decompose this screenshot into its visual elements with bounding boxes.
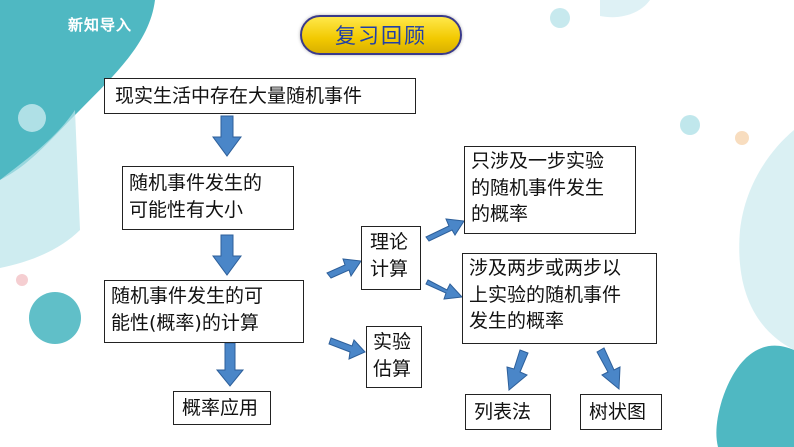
node-probability-application-text: 概率应用: [182, 397, 259, 419]
node-experimental-estimate-line-1: 实验: [373, 331, 412, 353]
node-probability-calculation-line-2: 能性(概率)的计算: [111, 311, 259, 334]
node-two-step-experiment-line-2: 上实验的随机事件: [469, 283, 622, 306]
title-badge: 复习回顾: [300, 15, 462, 55]
node-theoretical-calculation: 理论 计算: [361, 226, 421, 290]
node-one-step-experiment: 只涉及一步实验 的随机事件发生 的概率: [464, 146, 636, 234]
node-possibility-size-line-2: 可能性有大小: [129, 198, 244, 221]
node-one-step-experiment-line-1: 只涉及一步实验: [471, 150, 605, 172]
title-text: 复习回顾: [335, 24, 427, 48]
node-tree-diagram-text: 树状图: [589, 401, 647, 423]
node-random-events-text: 现实生活中存在大量随机事件: [115, 85, 363, 107]
node-list-method: 列表法: [465, 394, 551, 430]
node-list-method-text: 列表法: [474, 401, 532, 423]
section-tag: 新知导入: [68, 16, 133, 34]
node-one-step-experiment-line-3: 的概率: [471, 203, 529, 226]
node-tree-diagram: 树状图: [580, 394, 662, 430]
node-two-step-experiment-line-3: 发生的概率: [469, 310, 565, 333]
node-possibility-size-line-1: 随机事件发生的: [129, 172, 263, 194]
node-experimental-estimate-line-2: 估算: [373, 357, 412, 380]
node-probability-application: 概率应用: [173, 391, 271, 425]
node-experimental-estimate: 实验 估算: [366, 326, 422, 388]
node-probability-calculation: 随机事件发生的可 能性(概率)的计算: [104, 280, 304, 343]
node-theoretical-calculation-line-1: 理论: [370, 231, 409, 253]
node-random-events: 现实生活中存在大量随机事件: [104, 78, 416, 114]
node-two-step-experiment-line-1: 涉及两步或两步以: [469, 257, 622, 279]
node-two-step-experiment: 涉及两步或两步以 上实验的随机事件 发生的概率: [462, 253, 657, 344]
node-theoretical-calculation-line-2: 计算: [370, 257, 409, 280]
node-probability-calculation-line-1: 随机事件发生的可: [111, 285, 264, 307]
node-one-step-experiment-line-2: 的随机事件发生: [471, 176, 605, 199]
node-possibility-size: 随机事件发生的 可能性有大小: [122, 166, 294, 230]
